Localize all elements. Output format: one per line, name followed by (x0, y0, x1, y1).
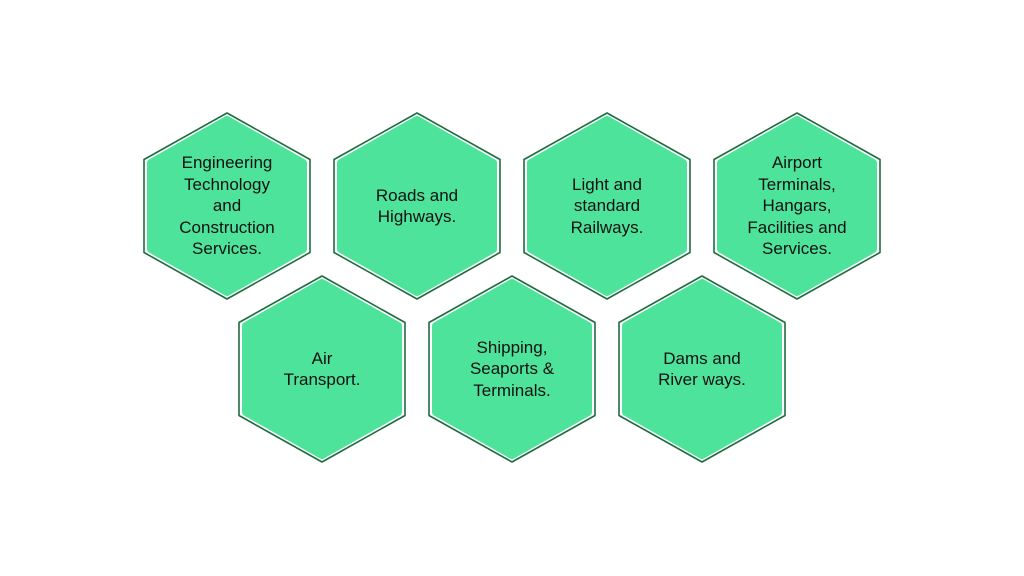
hexagon-fill (337, 116, 497, 296)
hexagon-fill (242, 279, 402, 459)
label-text: Airport Terminals, Hangars, Facilities a… (747, 153, 847, 259)
hexagon-fill (622, 279, 782, 459)
hexagon-fill (432, 279, 592, 459)
hexagon-fill (147, 116, 307, 296)
label-text: Air Transport. (283, 348, 361, 390)
hexagon-fill (527, 116, 687, 296)
label-text: Dams and River ways. (658, 348, 746, 390)
label-text: Light and standard Railways. (570, 174, 644, 237)
hexagon-label-air-transport: Air Transport. (247, 275, 397, 463)
hexagon-label-shipping: Shipping, Seaports & Terminals. (437, 275, 587, 463)
hexagon-label-roads: Roads and Highways. (342, 112, 492, 300)
hexagon-label-railways: Light and standard Railways. (532, 112, 682, 300)
label-text: Roads and Highways. (375, 185, 459, 227)
hexagon-label-engineering: Engineering Technology and Construction … (152, 112, 302, 300)
label-text: Engineering Technology and Construction … (179, 153, 275, 259)
hexagon-fill (717, 116, 877, 296)
hexagon-label-dams: Dams and River ways. (627, 275, 777, 463)
hexagon-label-airport: Airport Terminals, Hangars, Facilities a… (722, 112, 872, 300)
label-text: Shipping, Seaports & Terminals. (469, 337, 555, 400)
